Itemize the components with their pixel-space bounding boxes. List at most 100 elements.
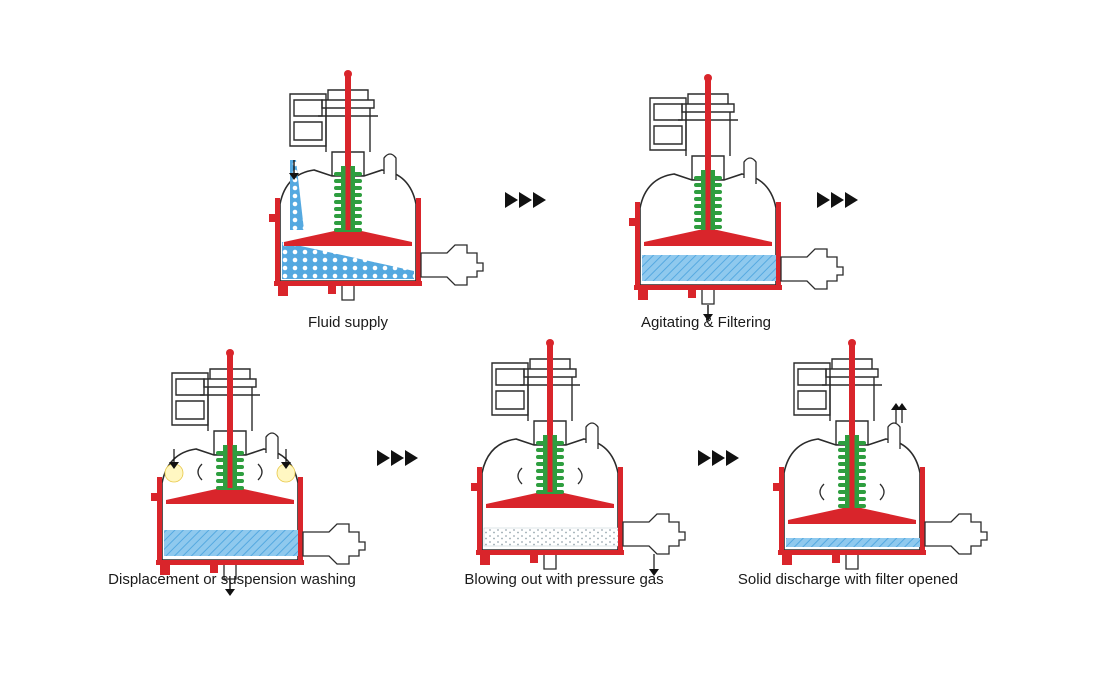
flow-chevron-icon (505, 192, 518, 208)
rotation-arrow-icon (819, 483, 825, 501)
filter-cake (164, 530, 300, 556)
leg-mid (530, 555, 538, 563)
leg-left (782, 555, 792, 565)
rotation-arrow-icon (517, 467, 523, 485)
motor-housing (171, 372, 209, 426)
filter-vessel-agitating-filtering (629, 74, 844, 321)
jacket-left (157, 477, 162, 564)
filter-vessel-fluid-supply (269, 70, 484, 301)
flow-chevron-icon (712, 450, 725, 466)
base-rail (778, 550, 926, 555)
leg-mid (688, 290, 696, 298)
leg-left (638, 290, 648, 300)
filter-cake (786, 538, 922, 547)
jacket-nozzle (773, 483, 779, 491)
agitator-shaft (227, 355, 233, 502)
shaft-top (344, 70, 352, 78)
rotation-arrow-icon (257, 463, 263, 481)
agitator-shaft (849, 345, 855, 522)
rotation-arrow-icon (577, 467, 583, 485)
base-rail (634, 285, 782, 290)
shaft-top (848, 339, 856, 347)
flow-arrow-icon (169, 462, 179, 469)
drive-frame (200, 368, 260, 456)
leg-left (278, 286, 288, 296)
agitator-shaft (547, 345, 553, 506)
jacket-right (920, 467, 925, 554)
jacket-left (635, 202, 640, 289)
flow-chevron-icon (831, 192, 844, 208)
flow-arrow-icon (289, 173, 299, 180)
motor-housing (793, 362, 831, 416)
drive-frame (520, 358, 580, 446)
discharge-port (780, 248, 844, 290)
caption-blowing-out: Blowing out with pressure gas (464, 571, 664, 588)
filter-vessel-solid-discharge (773, 339, 988, 570)
jacket-nozzle (151, 493, 157, 501)
flow-arrow-icon (703, 314, 713, 321)
base-rail (156, 560, 304, 565)
bottom-outlet (845, 555, 859, 570)
rotation-arrow-icon (197, 463, 203, 481)
shaft-top (226, 349, 234, 357)
caption-agitating-filtering: Agitating & Filtering (640, 314, 772, 331)
jacket-nozzle (629, 218, 635, 226)
dried-cake (483, 527, 621, 547)
jacket-right (618, 467, 623, 554)
jacket-right (416, 198, 421, 285)
leg-mid (832, 555, 840, 563)
flow-chevron-icon (377, 450, 390, 466)
flow-chevron-icon (698, 450, 711, 466)
discharge-port (302, 523, 366, 565)
agitator-shaft (345, 76, 351, 244)
top-nozzle (887, 422, 901, 449)
top-nozzle (383, 153, 397, 180)
bottom-outlet (341, 286, 355, 301)
motor-housing (649, 97, 687, 151)
gas-outlet-arrow-icon (649, 569, 659, 576)
agitator-bellows (694, 170, 722, 230)
bottom-outlet (701, 290, 715, 305)
bottom-outlet (543, 555, 557, 570)
caption-solid-discharge: Solid discharge with filter opened (737, 571, 959, 588)
discharge-port (420, 244, 484, 286)
leg-mid (210, 565, 218, 573)
shaft-top (704, 74, 712, 82)
flow-chevron-icon (519, 192, 532, 208)
discharge-port (924, 513, 988, 555)
flow-chevron-icon (533, 192, 546, 208)
agitator-bellows (536, 435, 564, 494)
leg-left (160, 565, 170, 575)
flow-chevron-icon (845, 192, 858, 208)
agitator-bellows (334, 166, 362, 232)
flow-arrow-icon (281, 462, 291, 469)
discharge-port (622, 513, 686, 555)
rotation-arrow-icon (879, 483, 885, 501)
gas-outlet-arrow-icon (897, 403, 907, 410)
top-nozzle (585, 422, 599, 449)
jacket-left (779, 467, 784, 554)
arrow-stage-3-4 (377, 450, 418, 466)
base-rail (274, 281, 422, 286)
drive-frame (678, 93, 738, 181)
drive-frame (822, 358, 882, 446)
jacket-left (275, 198, 280, 285)
jacket-left (477, 467, 482, 554)
agitator-shaft (705, 80, 711, 244)
flow-chevron-icon (405, 450, 418, 466)
filter-vessel-blowing-out (471, 339, 686, 576)
top-nozzle (265, 432, 279, 459)
jacket-nozzle (269, 214, 275, 222)
jacket-right (298, 477, 303, 564)
filter-vessel-washing (151, 349, 366, 596)
base-rail (476, 550, 624, 555)
agitator-bellows (838, 435, 866, 508)
motor-housing (289, 93, 327, 147)
caption-fluid-supply: Fluid supply (307, 314, 389, 331)
caption-washing: Displacement or suspension washing (108, 571, 356, 588)
flow-chevron-icon (817, 192, 830, 208)
leg-mid (328, 286, 336, 294)
jacket-right (776, 202, 781, 289)
arrow-stage-4-5 (698, 450, 739, 466)
